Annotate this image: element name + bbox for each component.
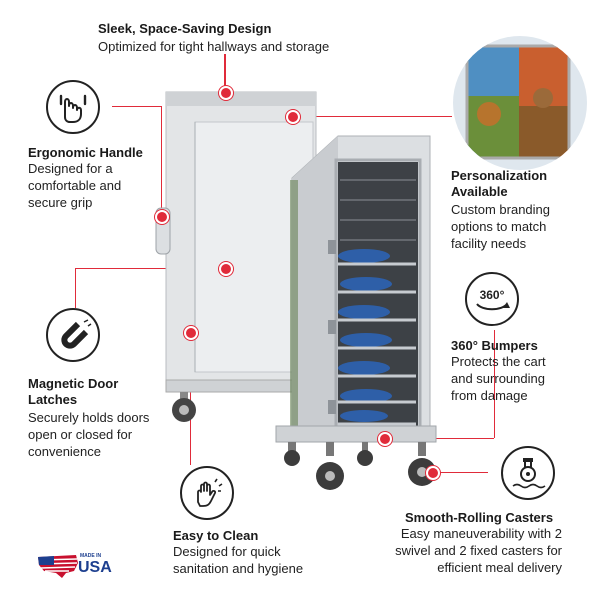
callout-line-casters xyxy=(432,472,488,473)
personalized-cart-image xyxy=(453,36,587,170)
callout-line-handle xyxy=(112,106,162,107)
clean-icon-circle xyxy=(180,466,234,520)
badge-line2: USA xyxy=(78,559,112,576)
personal-title: Personalization Available xyxy=(451,168,548,199)
callout-dot-design xyxy=(219,86,233,100)
bumpers-icon-text: 360° xyxy=(480,288,505,302)
callout-dot-personal xyxy=(286,110,300,124)
us-map-flag-icon xyxy=(38,555,78,578)
callout-dot-casters xyxy=(426,466,440,480)
callout-dot-clean xyxy=(184,326,198,340)
bumpers-desc: Protects the cart and surrounding from d… xyxy=(451,354,546,403)
handle-icon-circle xyxy=(46,80,100,134)
handle-title: Ergonomic Handle xyxy=(28,145,143,160)
latches-icon-circle xyxy=(46,308,100,362)
casters-desc: Easy maneuverability with 2 swivel and 2… xyxy=(395,526,562,575)
hand-grip-icon xyxy=(59,94,87,123)
callout-line-latches xyxy=(75,268,225,269)
latches-title: Magnetic Door Latches xyxy=(28,376,119,407)
cleaning-hand-icon xyxy=(197,478,223,507)
casters-icon-circle xyxy=(501,446,555,500)
clean-desc: Designed for quick sanitation and hygien… xyxy=(173,544,304,576)
callout-line-handle-v xyxy=(161,106,162,218)
callout-dot-handle xyxy=(155,210,169,224)
made-in-usa-badge: MADE IN USA xyxy=(36,551,112,579)
personal-desc: Custom branding options to match facilit… xyxy=(451,202,550,251)
callout-line-latches-v xyxy=(75,268,76,308)
callout-line-design xyxy=(224,54,226,92)
casters-title: Smooth-Rolling Casters xyxy=(405,510,554,525)
latches-desc: Securely holds doors open or closed for … xyxy=(28,410,150,459)
design-title: Sleek, Space-Saving Design xyxy=(98,21,272,36)
badge-line1: MADE IN xyxy=(80,553,102,559)
callout-dot-bumpers xyxy=(378,432,392,446)
callout-line-bumpers xyxy=(384,438,494,439)
bumpers-title: 360° Bumpers xyxy=(451,338,538,353)
callout-line-bumpers-v xyxy=(494,330,495,438)
callout-line-personal xyxy=(292,116,452,117)
magnet-icon xyxy=(61,319,92,349)
callout-dot-latches xyxy=(219,262,233,276)
tray-stack xyxy=(338,179,416,426)
food-cart-illustration xyxy=(155,91,437,490)
design-desc: Optimized for tight hallways and storage xyxy=(98,39,330,54)
rotate-360-icon: 360° xyxy=(476,288,510,311)
caster-wheel-icon xyxy=(512,458,546,489)
bumpers-icon-circle: 360° xyxy=(465,272,519,326)
handle-desc: Designed for a comfortable and secure gr… xyxy=(28,161,122,210)
clean-title: Easy to Clean xyxy=(173,528,259,543)
